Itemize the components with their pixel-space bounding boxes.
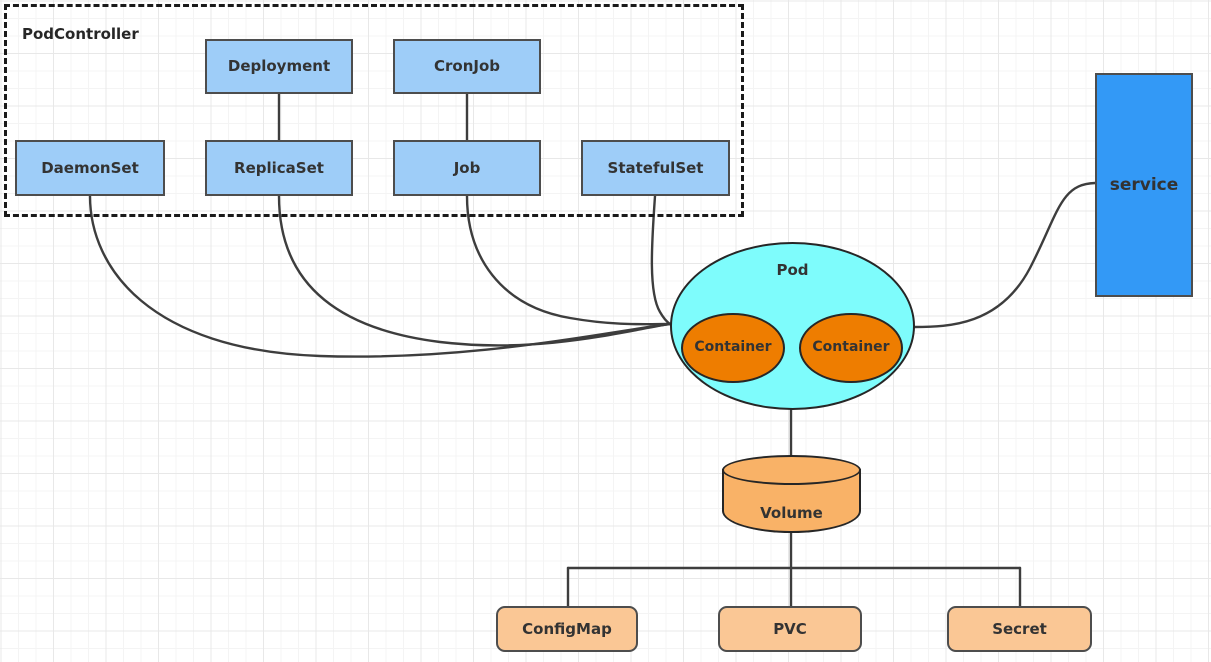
node-deployment-label: Deployment [227, 57, 331, 76]
node-configmap-label: ConfigMap [522, 619, 612, 638]
node-deployment[interactable]: Deployment [205, 39, 353, 94]
edge-daemonset-pod [88, 194, 672, 358]
node-container-right[interactable]: Container [799, 313, 903, 383]
node-volume[interactable]: Volume [722, 455, 861, 533]
node-secret-label: Secret [992, 619, 1047, 638]
pod-controller-label: PodController [22, 25, 139, 43]
edge-replicaset-pod [277, 194, 672, 347]
node-job-label: Job [453, 158, 481, 177]
node-statefulset-label: StatefulSet [607, 158, 704, 177]
node-container-left-label: Container [694, 339, 772, 356]
node-secret[interactable]: Secret [947, 606, 1092, 652]
volume-cylinder-top [722, 455, 861, 485]
node-service[interactable]: service [1095, 73, 1193, 297]
node-daemonset[interactable]: DaemonSet [15, 140, 165, 196]
node-container-left[interactable]: Container [681, 313, 785, 383]
node-configmap[interactable]: ConfigMap [496, 606, 638, 652]
node-statefulset[interactable]: StatefulSet [581, 140, 730, 196]
node-daemonset-label: DaemonSet [41, 158, 139, 177]
node-pvc-label: PVC [773, 619, 807, 638]
pod-controller-group [4, 4, 744, 217]
node-container-right-label: Container [812, 339, 890, 356]
node-replicaset-label: ReplicaSet [234, 158, 324, 177]
edge-pod-service [912, 181, 1097, 329]
node-pod-label: Pod [776, 261, 809, 279]
node-cronjob[interactable]: CronJob [393, 39, 541, 94]
node-replicaset[interactable]: ReplicaSet [205, 140, 353, 196]
node-cronjob-label: CronJob [433, 57, 500, 76]
node-service-label: service [1109, 174, 1179, 195]
node-volume-label: Volume [760, 504, 823, 522]
node-job[interactable]: Job [393, 140, 541, 196]
node-pvc[interactable]: PVC [718, 606, 862, 652]
